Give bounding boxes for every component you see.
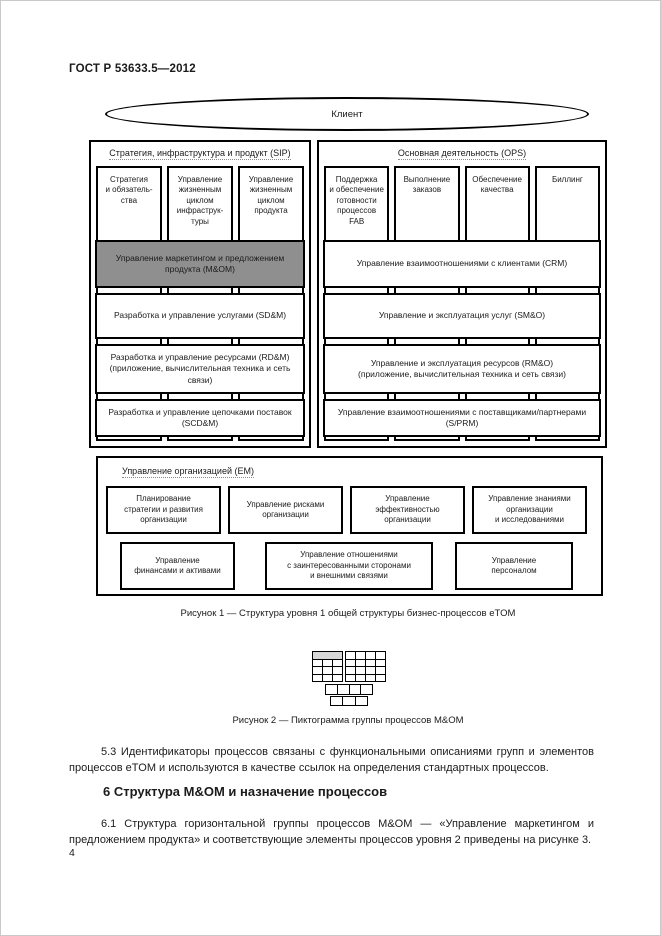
- pictogram-ops-grid: [345, 651, 386, 682]
- client-ellipse: Клиент: [105, 97, 589, 131]
- em-box-knowledge-research: Управление знаниями организации и исслед…: [472, 486, 587, 534]
- pictogram-sip-grid: [312, 651, 343, 682]
- sip-bar-sdm: Разработка и управление услугами (SD&M): [95, 293, 305, 339]
- ops-columns: Поддержка и обеспечение готовности проце…: [324, 166, 600, 441]
- em-box-stakeholder-relations: Управление отношениями с заинтересованны…: [265, 542, 433, 590]
- paragraph-5-3: 5.3 Идентификаторы процессов связаны с ф…: [69, 746, 594, 774]
- figure1-caption: Рисунок 1 — Структура уровня 1 общей стр…: [180, 608, 516, 619]
- em-box-risk-management: Управление рисками организации: [228, 486, 343, 534]
- ops-bar-sprm: Управление взаимоотношениями с поставщик…: [323, 399, 601, 437]
- page-number: 4: [69, 847, 75, 859]
- mom-pictogram: [312, 651, 386, 706]
- sip-bar-scdm: Разработка и управление цепочками постав…: [95, 399, 305, 437]
- sip-bar-mom: Управление маркетингом и предложением пр…: [95, 240, 305, 288]
- ops-title: Основная деятельность (OPS): [397, 148, 527, 160]
- client-label: Клиент: [331, 108, 363, 120]
- pictogram-em-row2: [330, 696, 368, 706]
- sip-section: Стратегия, инфраструктура и продукт (SIP…: [89, 140, 311, 448]
- section-6-heading: 6 Структура M&OM и назначение процессов: [103, 784, 388, 799]
- em-box-strategy-planning: Планирование стратегии и развития органи…: [106, 486, 221, 534]
- pictogram-em-row1: [325, 684, 373, 695]
- figure2-caption: Рисунок 2 — Пиктограмма группы процессов…: [232, 715, 464, 726]
- ops-bar-crm: Управление взаимоотношениями с клиентами…: [323, 240, 601, 288]
- paragraph-6-1: 6.1 Структура горизонтальной группы проц…: [69, 818, 594, 846]
- sip-bar-rdm: Разработка и управление ресурсами (RD&M)…: [95, 344, 305, 394]
- em-row-1: Планирование стратегии и развития органи…: [106, 486, 587, 534]
- ops-bar-smo: Управление и эксплуатация услуг (SM&O): [323, 293, 601, 339]
- em-box-finance-assets: Управление финансами и активами: [120, 542, 235, 590]
- sip-title: Стратегия, инфраструктура и продукт (SIP…: [109, 148, 291, 160]
- ops-section: Основная деятельность (OPS) Поддержка и …: [317, 140, 607, 448]
- ops-bar-rmo: Управление и эксплуатация ресурсов (RM&O…: [323, 344, 601, 394]
- em-section: Управление организацией (EM) Планировани…: [96, 456, 603, 596]
- standard-code-header: ГОСТ Р 53633.5—2012: [69, 63, 196, 75]
- pictogram-mom-highlight-cell: [313, 652, 342, 659]
- em-box-effectiveness: Управление эффективностью организации: [350, 486, 465, 534]
- em-title: Управление организацией (EM): [122, 466, 254, 478]
- em-box-hr: Управление персоналом: [455, 542, 573, 590]
